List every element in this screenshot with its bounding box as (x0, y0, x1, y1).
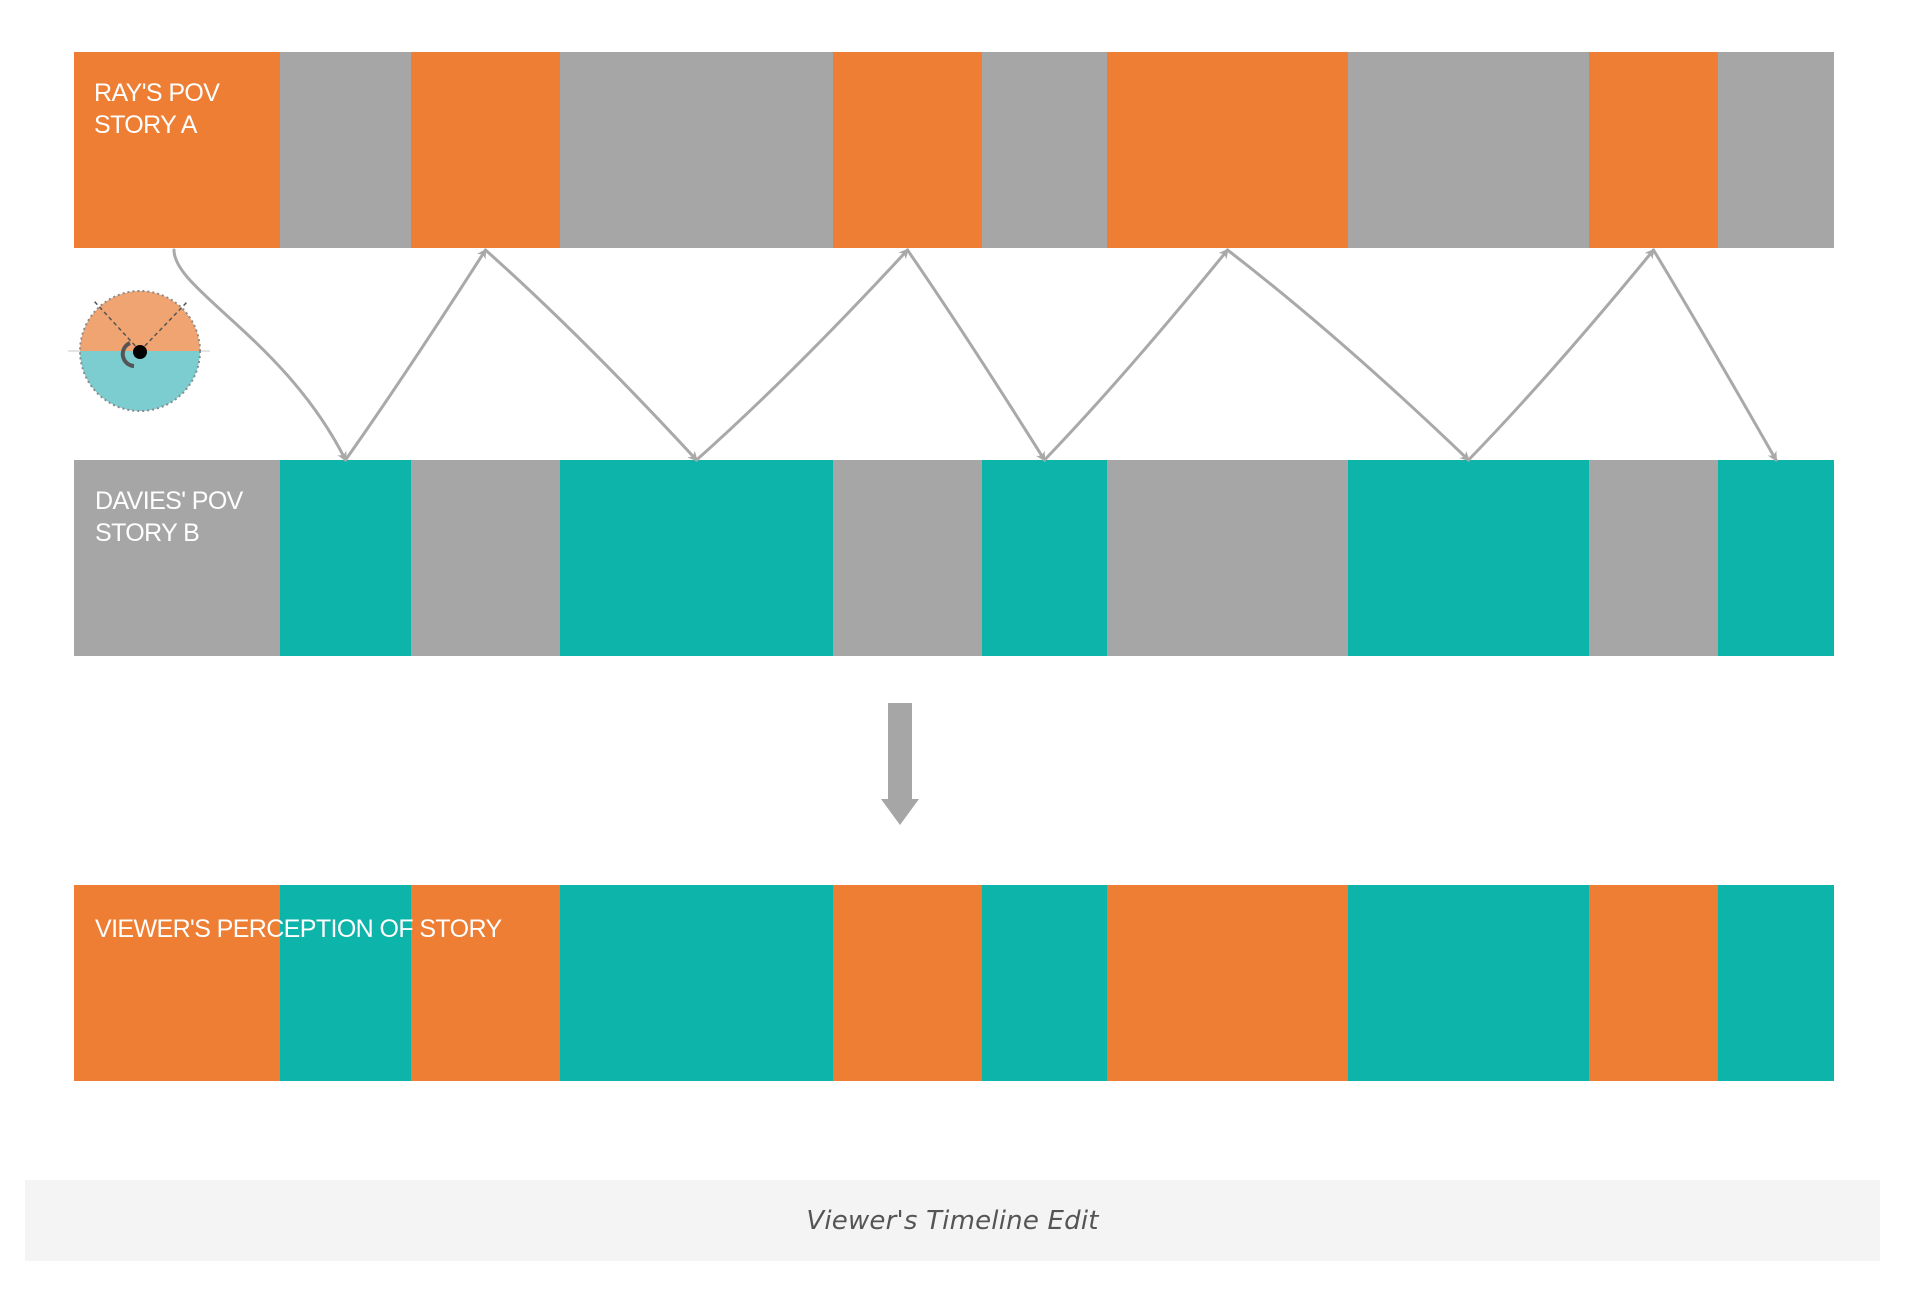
label-line: STORY A (94, 111, 197, 139)
story-b-segment (1589, 460, 1718, 656)
viewer-segment (1107, 885, 1348, 1081)
story-a-segment (833, 52, 982, 248)
story-a-segment (1107, 52, 1348, 248)
story-b-segment (560, 460, 833, 656)
story-b-segment (833, 460, 982, 656)
label-line: DAVIES' POV (95, 487, 243, 515)
intercut-arrow (906, 248, 1046, 462)
intercut-arrow (695, 248, 909, 462)
story-b-segment (1348, 460, 1589, 656)
viewer-segment (74, 885, 280, 1081)
story-a-segment (280, 52, 411, 248)
viewer-segment (1589, 885, 1718, 1081)
story-a-segment (74, 52, 280, 248)
story-a-segment (1348, 52, 1589, 248)
intercut-arrow (344, 248, 487, 462)
intercut-arrow (1043, 248, 1229, 462)
story-b-track (74, 460, 1834, 656)
story-a-segment (982, 52, 1107, 248)
viewer-segment (833, 885, 982, 1081)
viewer-label: VIEWER'S PERCEPTION OF STORY (95, 913, 502, 945)
story-b-segment (411, 460, 560, 656)
intercut-arrow (484, 248, 698, 462)
caption-bar: Viewer's Timeline Edit (25, 1180, 1880, 1261)
viewer-segment (560, 885, 833, 1081)
viewpoint-camera-icon (68, 290, 210, 412)
label-line: STORY B (95, 519, 200, 547)
intercut-arrow (1467, 248, 1655, 462)
intercut-arrow (172, 248, 347, 462)
story-b-segment (1107, 460, 1348, 656)
story-a-track (74, 52, 1834, 248)
intercut-arrow (1226, 248, 1470, 462)
story-a-segment (560, 52, 833, 248)
viewer-segment (411, 885, 560, 1081)
viewer-segment (1348, 885, 1589, 1081)
story-a-label: RAY'S POV STORY A (94, 77, 220, 141)
figure-caption: Viewer's Timeline Edit (806, 1205, 1099, 1236)
down-arrow-icon (881, 703, 919, 825)
intercut-arrow (1652, 248, 1778, 462)
story-a-segment (411, 52, 560, 248)
viewer-segment (1718, 885, 1834, 1081)
viewer-segment (982, 885, 1107, 1081)
story-b-label: DAVIES' POV STORY B (95, 485, 243, 549)
story-b-segment (74, 460, 280, 656)
story-a-segment (1589, 52, 1718, 248)
viewer-track (74, 885, 1834, 1081)
story-b-segment (1718, 460, 1834, 656)
story-b-segment (982, 460, 1107, 656)
story-b-segment (280, 460, 411, 656)
label-line: RAY'S POV (94, 79, 220, 107)
label-line: VIEWER'S PERCEPTION OF STORY (95, 915, 502, 943)
viewer-segment (280, 885, 411, 1081)
story-a-segment (1718, 52, 1834, 248)
